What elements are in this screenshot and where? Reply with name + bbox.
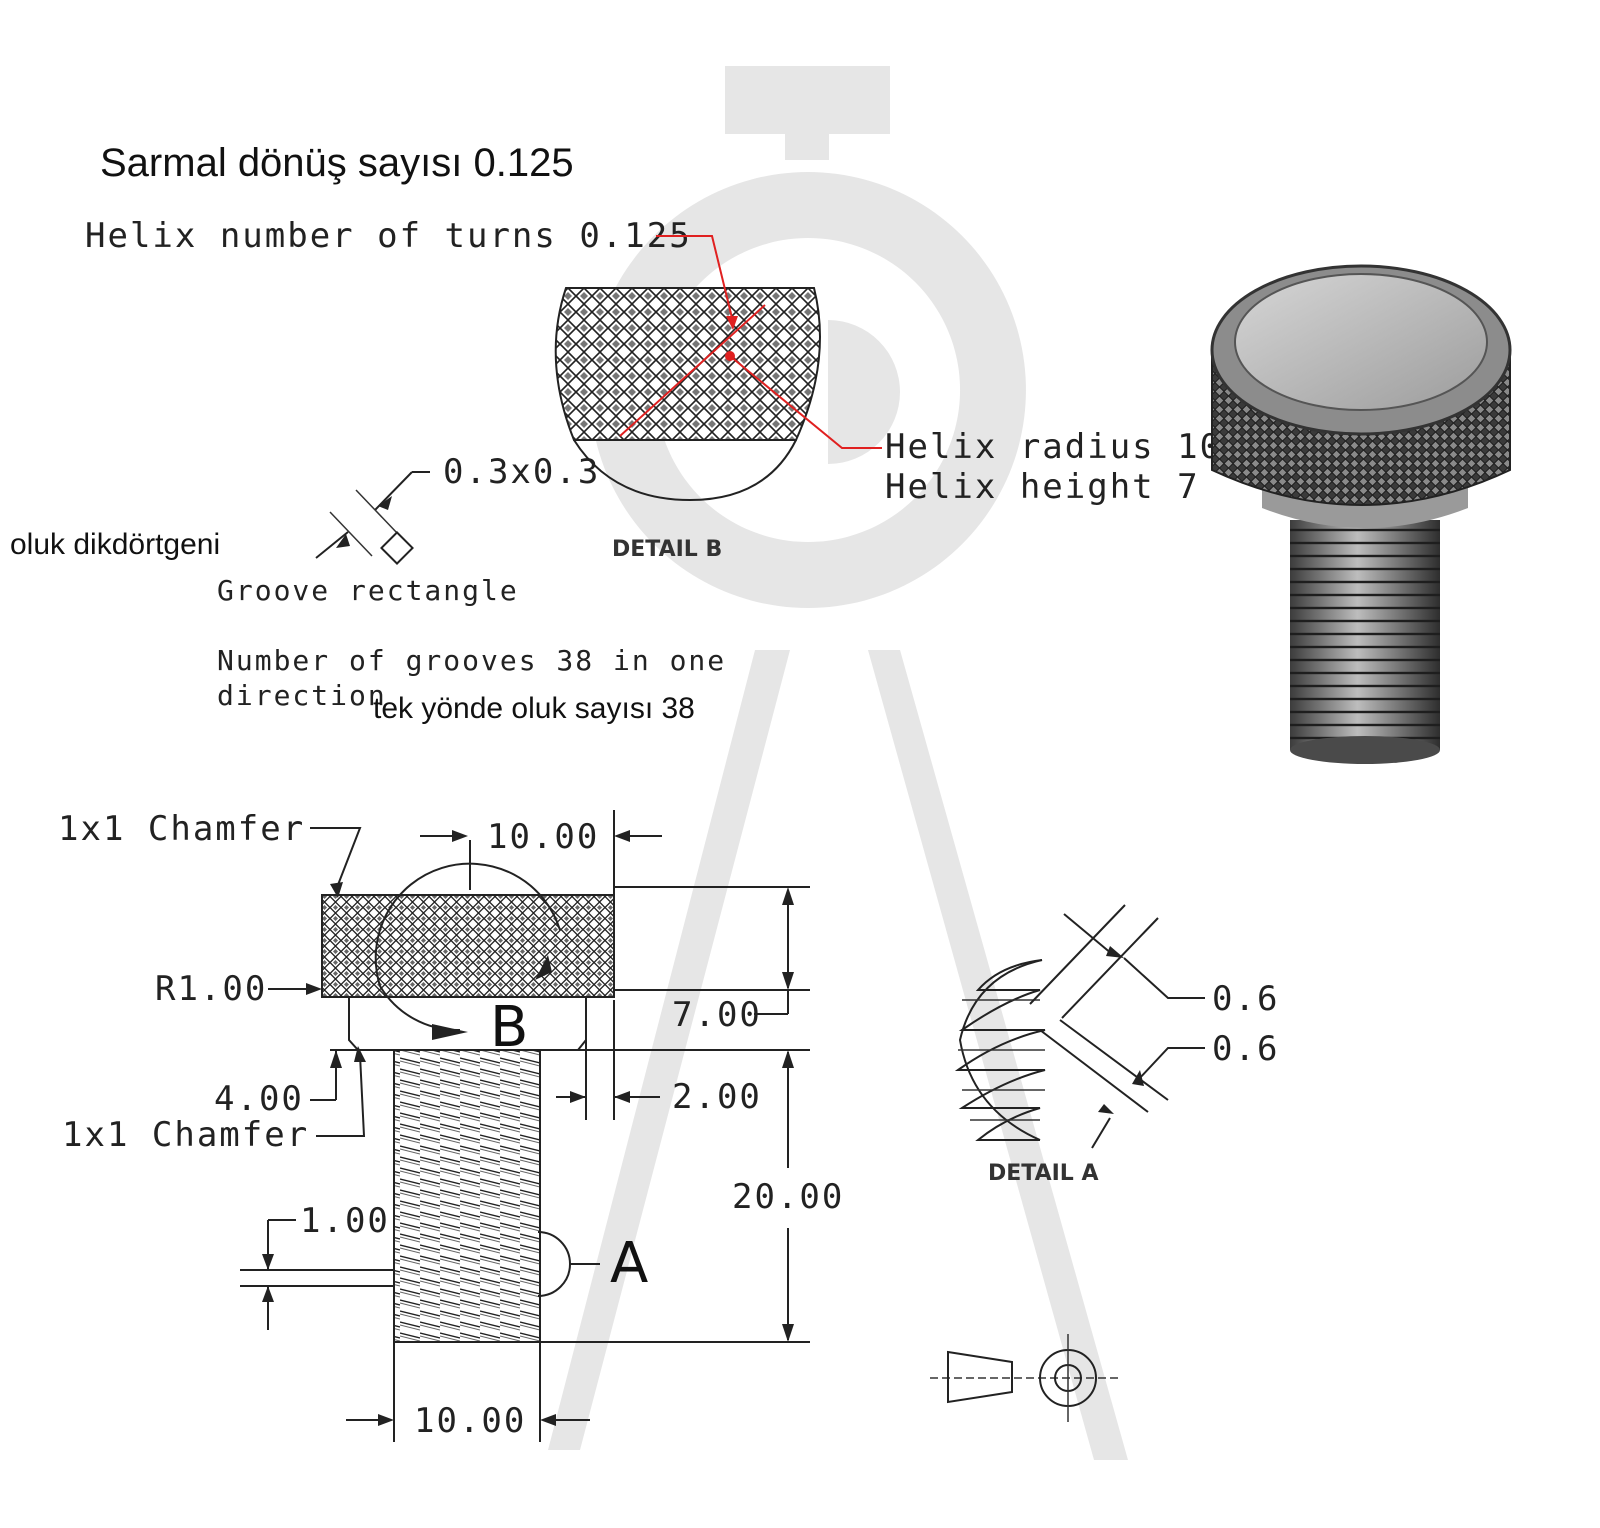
third-angle-projection-symbol	[930, 1334, 1120, 1422]
groove-size-label: 0.3x0.3	[443, 452, 600, 492]
detail-b-circle	[573, 439, 797, 502]
helix-radius-label: Helix radius 10	[885, 427, 1222, 467]
isometric-screw-render	[1210, 264, 1512, 764]
groove-label-tr: oluk dikdörtgeni	[10, 528, 220, 561]
detail-a-view: 0.6 0.6 DETAIL A	[954, 904, 1279, 1186]
helix-turns-label: Helix number of turns 0.125	[85, 216, 692, 256]
groove-callout: 0.3x0.3 oluk dikdörtgeni Groove rectangl…	[10, 452, 726, 725]
heading-helix-turns-tr: Sarmal dönüş sayısı 0.125	[100, 141, 574, 185]
detail-b-knurl-band	[554, 287, 821, 441]
detail-b-label: DETAIL B	[612, 537, 722, 562]
grooves-count-line2: direction	[217, 679, 387, 712]
screw-head-knurl	[321, 894, 615, 998]
grooves-count-tr: tek yönde oluk sayısı 38	[373, 692, 695, 725]
detail-a-dim-1: 0.6	[1212, 979, 1279, 1019]
threaded-shaft	[393, 1049, 541, 1343]
helix-turns-leader	[656, 235, 733, 319]
detail-a-marker: A	[610, 1231, 648, 1296]
collar-offset-dim: 2.00	[672, 1077, 762, 1117]
groove-rectangle-icon	[380, 531, 414, 565]
screw-collar	[348, 997, 587, 1051]
detail-a-label: DETAIL A	[988, 1161, 1099, 1186]
shaft-length-dim: 20.00	[732, 1177, 844, 1217]
head-height-dim: 7.00	[672, 995, 762, 1035]
detail-b-view: Helix number of turns 0.125 Helix radius…	[85, 216, 1222, 562]
detail-b-marker: B	[490, 995, 528, 1060]
chamfer-bottom-label: 1x1 Chamfer	[62, 1115, 309, 1155]
helix-height-label: Helix height 7	[885, 467, 1200, 507]
groove-label: Groove rectangle	[217, 574, 519, 607]
radius-dim: R1.00	[155, 969, 267, 1009]
shaft-diameter-dim: 10.00	[414, 1401, 526, 1441]
helix-radius-leader	[729, 355, 882, 449]
detail-a-dim-2: 0.6	[1212, 1029, 1279, 1069]
detail-a-thread-profile	[954, 959, 1046, 1141]
pitch-dim: 1.00	[300, 1201, 390, 1241]
head-diameter-dim: 10.00	[487, 817, 599, 857]
grooves-count-line1: Number of grooves 38 in one	[217, 644, 726, 677]
chamfer-top-label: 1x1 Chamfer	[58, 809, 305, 849]
collar-height-dim: 4.00	[214, 1079, 304, 1119]
main-view: B A 1x1 Chamfer 10.00 R1.00 7.00 4.00	[58, 809, 844, 1442]
